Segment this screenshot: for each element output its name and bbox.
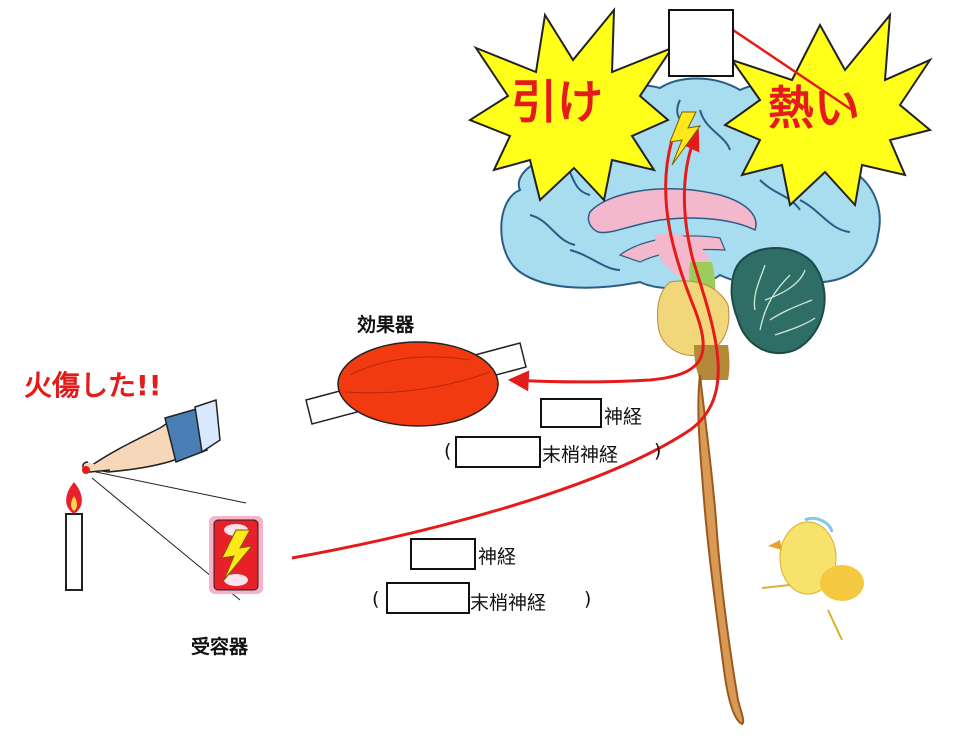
zoom-line-upper [95, 471, 247, 504]
sensory-paren-close: ) [584, 588, 592, 610]
brainstem [657, 262, 730, 380]
sensory-paren-open: ( [372, 588, 380, 610]
motor-peripheral-label: 末梢神経 [542, 444, 619, 466]
answer-box-sensory-peripheral[interactable] [386, 582, 470, 614]
burst-right [722, 11, 933, 208]
sensory-peripheral-label: 末梢神経 [470, 592, 547, 614]
burn-text: 火傷した!! [24, 369, 162, 402]
burst-left [467, 7, 675, 203]
burst-connector-line [729, 26, 856, 114]
motor-nerve-label: 神経 [604, 406, 643, 428]
lightning-icon [669, 111, 702, 166]
receptor [209, 516, 263, 594]
chick-illustration [761, 516, 864, 641]
candle [65, 482, 83, 591]
motor-paren-open: ( [444, 440, 452, 462]
burst-left-text: 引け [511, 75, 603, 129]
motor-paren-close: ) [654, 440, 662, 462]
effector-muscle [305, 341, 527, 427]
burst-right-text: 熱い [768, 81, 860, 135]
sensory-nerve-label: 神経 [478, 546, 517, 568]
pointing-hand [82, 398, 221, 474]
answer-box-sensory-nerve[interactable] [410, 538, 476, 570]
motor-nerve-arrow [507, 139, 705, 392]
receptor-label: 受容器 [191, 636, 249, 658]
answer-box-motor-peripheral[interactable] [455, 436, 541, 468]
effector-label: 効果器 [357, 314, 415, 336]
answer-box-motor-nerve[interactable] [540, 398, 602, 428]
answer-box-brain[interactable] [668, 9, 734, 77]
spinal-cord [697, 374, 745, 726]
cerebellum [730, 247, 826, 355]
sensory-nerve-arrow [291, 129, 720, 560]
